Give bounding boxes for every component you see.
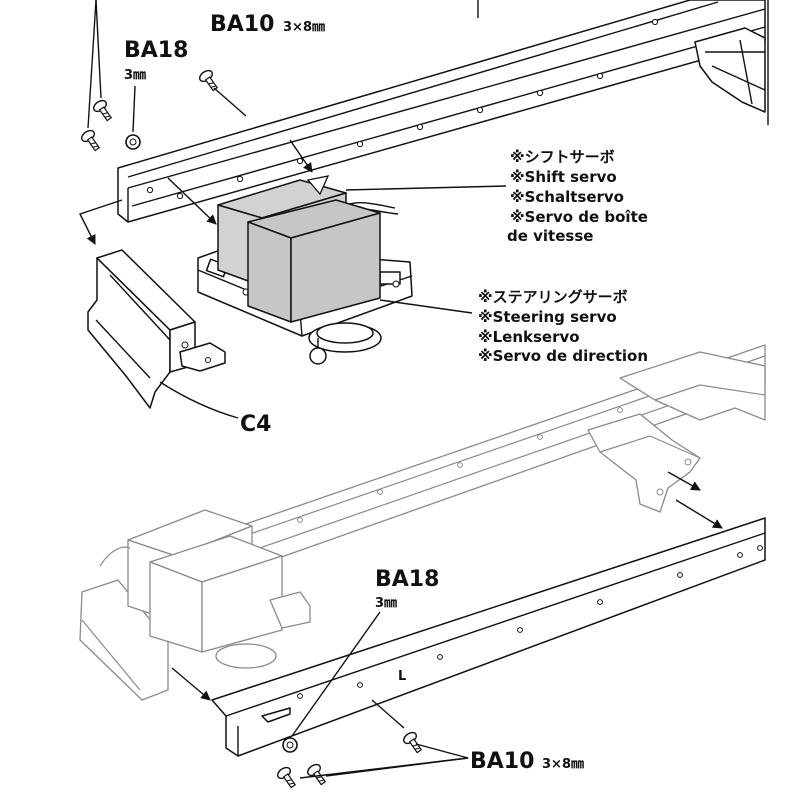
down-arrow-icon bbox=[306, 175, 330, 196]
shift-servo-label-fr: ※Servo de boîte bbox=[510, 208, 648, 226]
bottom-crossmembers bbox=[587, 351, 766, 513]
screw-icon bbox=[93, 99, 113, 122]
washer-icon bbox=[282, 737, 298, 753]
steering-servo-label-de: ※Lenkservo bbox=[478, 328, 580, 346]
c4-bracket-label: C4 bbox=[240, 412, 271, 437]
steering-servo-label-fr: ※Servo de direction bbox=[478, 347, 648, 365]
shift-servo-label-en: ※Shift servo bbox=[510, 168, 617, 186]
rail-holes bbox=[146, 18, 659, 200]
shift-servo-label-jp: ※シフトサーボ bbox=[510, 148, 615, 166]
top-ba10-size-label: 3×8㎜ bbox=[283, 20, 325, 35]
steering-servo bbox=[247, 199, 381, 323]
bottom-servo-assembly bbox=[79, 509, 311, 701]
servo-assembly bbox=[197, 175, 413, 365]
frame-side-mark: L bbox=[398, 669, 406, 684]
panel-border bbox=[477, 0, 769, 125]
steering-servo-label-jp: ※ステアリングサーボ bbox=[478, 288, 628, 306]
bottom-leader-lines bbox=[171, 471, 723, 779]
screw-icon bbox=[403, 731, 423, 754]
screw-icon bbox=[277, 766, 297, 789]
screw-icon bbox=[307, 763, 327, 786]
c4-bracket bbox=[87, 249, 226, 409]
top-ba10-part-label: BA10 bbox=[210, 12, 274, 37]
screw-icon bbox=[81, 129, 101, 152]
top-ba18-part-label: BA18 bbox=[124, 38, 188, 63]
bottom-ba10-part-label: BA10 bbox=[470, 749, 534, 774]
top-ba18-size-label: 3㎜ bbox=[124, 68, 146, 83]
shift-servo-label-fr-2: de vitesse bbox=[507, 227, 593, 245]
bottom-ba18-part-label: BA18 bbox=[375, 567, 439, 592]
bottom-ba10-size-label: 3×8㎜ bbox=[542, 757, 584, 772]
shift-servo-label: ※シフトサーボ ※Shift servo ※Schaltservo ※Servo… bbox=[507, 148, 648, 245]
screw-icon bbox=[199, 69, 219, 92]
servo-horn bbox=[308, 322, 382, 365]
steering-servo-label-en: ※Steering servo bbox=[478, 308, 617, 326]
shift-servo-label-de: ※Schaltservo bbox=[510, 188, 624, 206]
steering-servo-label: ※ステアリングサーボ ※Steering servo ※Lenkservo ※S… bbox=[478, 288, 648, 365]
top-leader-lines bbox=[79, 0, 507, 419]
top-crossmember bbox=[694, 27, 766, 113]
bottom-front-rail bbox=[211, 517, 766, 757]
bottom-ba18-size-label: 3㎜ bbox=[375, 596, 397, 611]
washer-icon bbox=[125, 134, 141, 150]
